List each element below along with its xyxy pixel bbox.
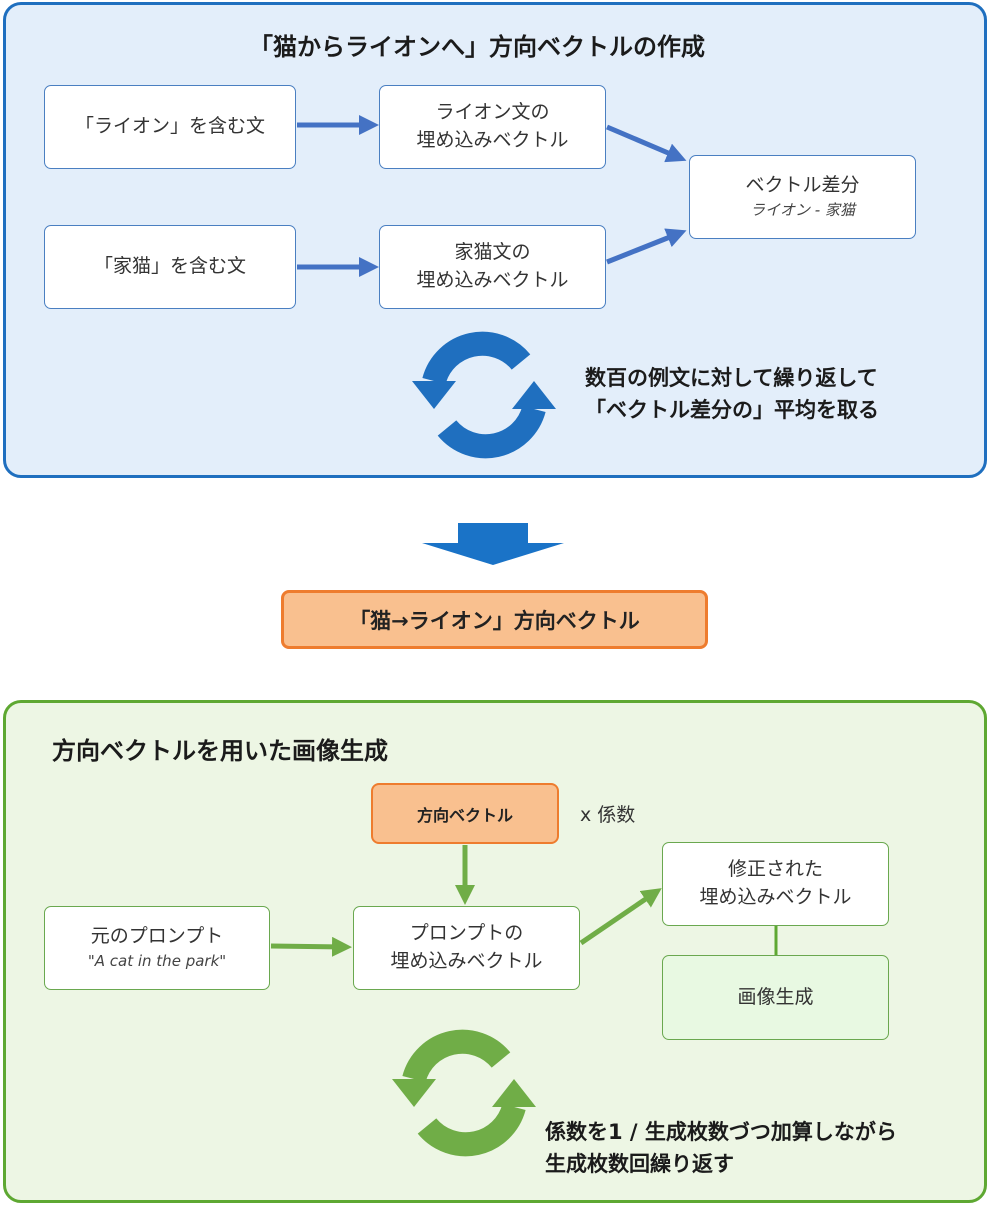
prompt-to-embedding-arrow — [270, 936, 352, 957]
lion-sentence-label: 「ライオン」を含む文 — [74, 115, 265, 138]
original-prompt-label: 元のプロンプト — [90, 925, 224, 948]
lion-embedding-line1: ライオン文の — [435, 101, 550, 124]
prompt-embedding-line2: 埋め込みベクトル — [390, 950, 543, 972]
lion-sentence-box: 「ライオン」を含む文 — [44, 85, 296, 169]
original-prompt-example: "A cat in the park" — [87, 951, 227, 970]
cat-embedding-box: 家猫文の 埋め込みベクトル — [379, 225, 606, 309]
repeat-cycle-icon-green — [392, 1029, 536, 1157]
repeat-cycle-icon-blue — [412, 331, 556, 459]
cat-sentence-label: 「家猫」を含む文 — [93, 255, 246, 278]
lion-embedding-line2: 埋め込みベクトル — [416, 129, 569, 151]
lion-embedding-box: ライオン文の 埋め込みベクトル — [379, 85, 606, 169]
top-repeat-note-line1: 数百の例文に対して繰り返して — [585, 366, 878, 390]
bottom-repeat-note: 係数を1 / 生成枚数づつ加算しながら 生成枚数回繰り返す — [545, 1117, 897, 1180]
top-repeat-note-line2: 「ベクトル差分の」平均を取る — [585, 397, 879, 422]
bottom-repeat-note-line2: 生成枚数回繰り返す — [545, 1151, 734, 1176]
cat-sentence-box: 「家猫」を含む文 — [44, 225, 296, 309]
top-repeat-note: 数百の例文に対して繰り返して 「ベクトル差分の」平均を取る — [585, 363, 879, 426]
vector-difference-formula: ライオン - 家猫 — [750, 200, 855, 219]
embedding-to-modified-arrow — [579, 888, 662, 946]
modified-embedding-line2: 埋め込みベクトル — [699, 886, 852, 908]
prompt-embedding-box: プロンプトの 埋め込みベクトル — [353, 906, 580, 990]
bottom-panel-title: 方向ベクトルを用いた画像生成 — [52, 737, 388, 765]
cat-embedding-line2: 埋め込みベクトル — [416, 269, 569, 291]
image-generation-label: 画像生成 — [737, 985, 814, 1008]
image-generation-box: 画像生成 — [662, 955, 889, 1040]
vector-difference-box: ベクトル差分 ライオン - 家猫 — [689, 155, 916, 239]
lion-embedding-to-diff-arrow — [606, 124, 687, 163]
top-panel-title: 「猫からライオンへ」方向ベクトルの作成 — [249, 33, 705, 61]
vector-difference-label: ベクトル差分 — [745, 174, 860, 197]
cat-embedding-line1: 家猫文の — [454, 241, 531, 264]
result-direction-vector-box: 「猫→ライオン」方向ベクトル — [281, 590, 708, 649]
bottom-repeat-note-line1: 係数を1 / 生成枚数づつ加算しながら — [545, 1120, 897, 1144]
direction-vector-box: 方向ベクトル — [371, 783, 559, 844]
result-direction-vector-label: 「猫→ライオン」方向ベクトル — [349, 608, 640, 633]
modified-embedding-line1: 修正された — [727, 858, 823, 881]
cat-embedding-to-diff-arrow — [606, 228, 687, 265]
prompt-embedding-line1: プロンプトの — [409, 922, 524, 945]
original-prompt-box: 元のプロンプト "A cat in the park" — [44, 906, 270, 990]
direction-vector-label: 方向ベクトル — [416, 805, 513, 825]
coefficient-label: x 係数 — [580, 804, 636, 826]
down-arrow-icon — [422, 523, 564, 565]
modified-embedding-box: 修正された 埋め込みベクトル — [662, 842, 889, 926]
